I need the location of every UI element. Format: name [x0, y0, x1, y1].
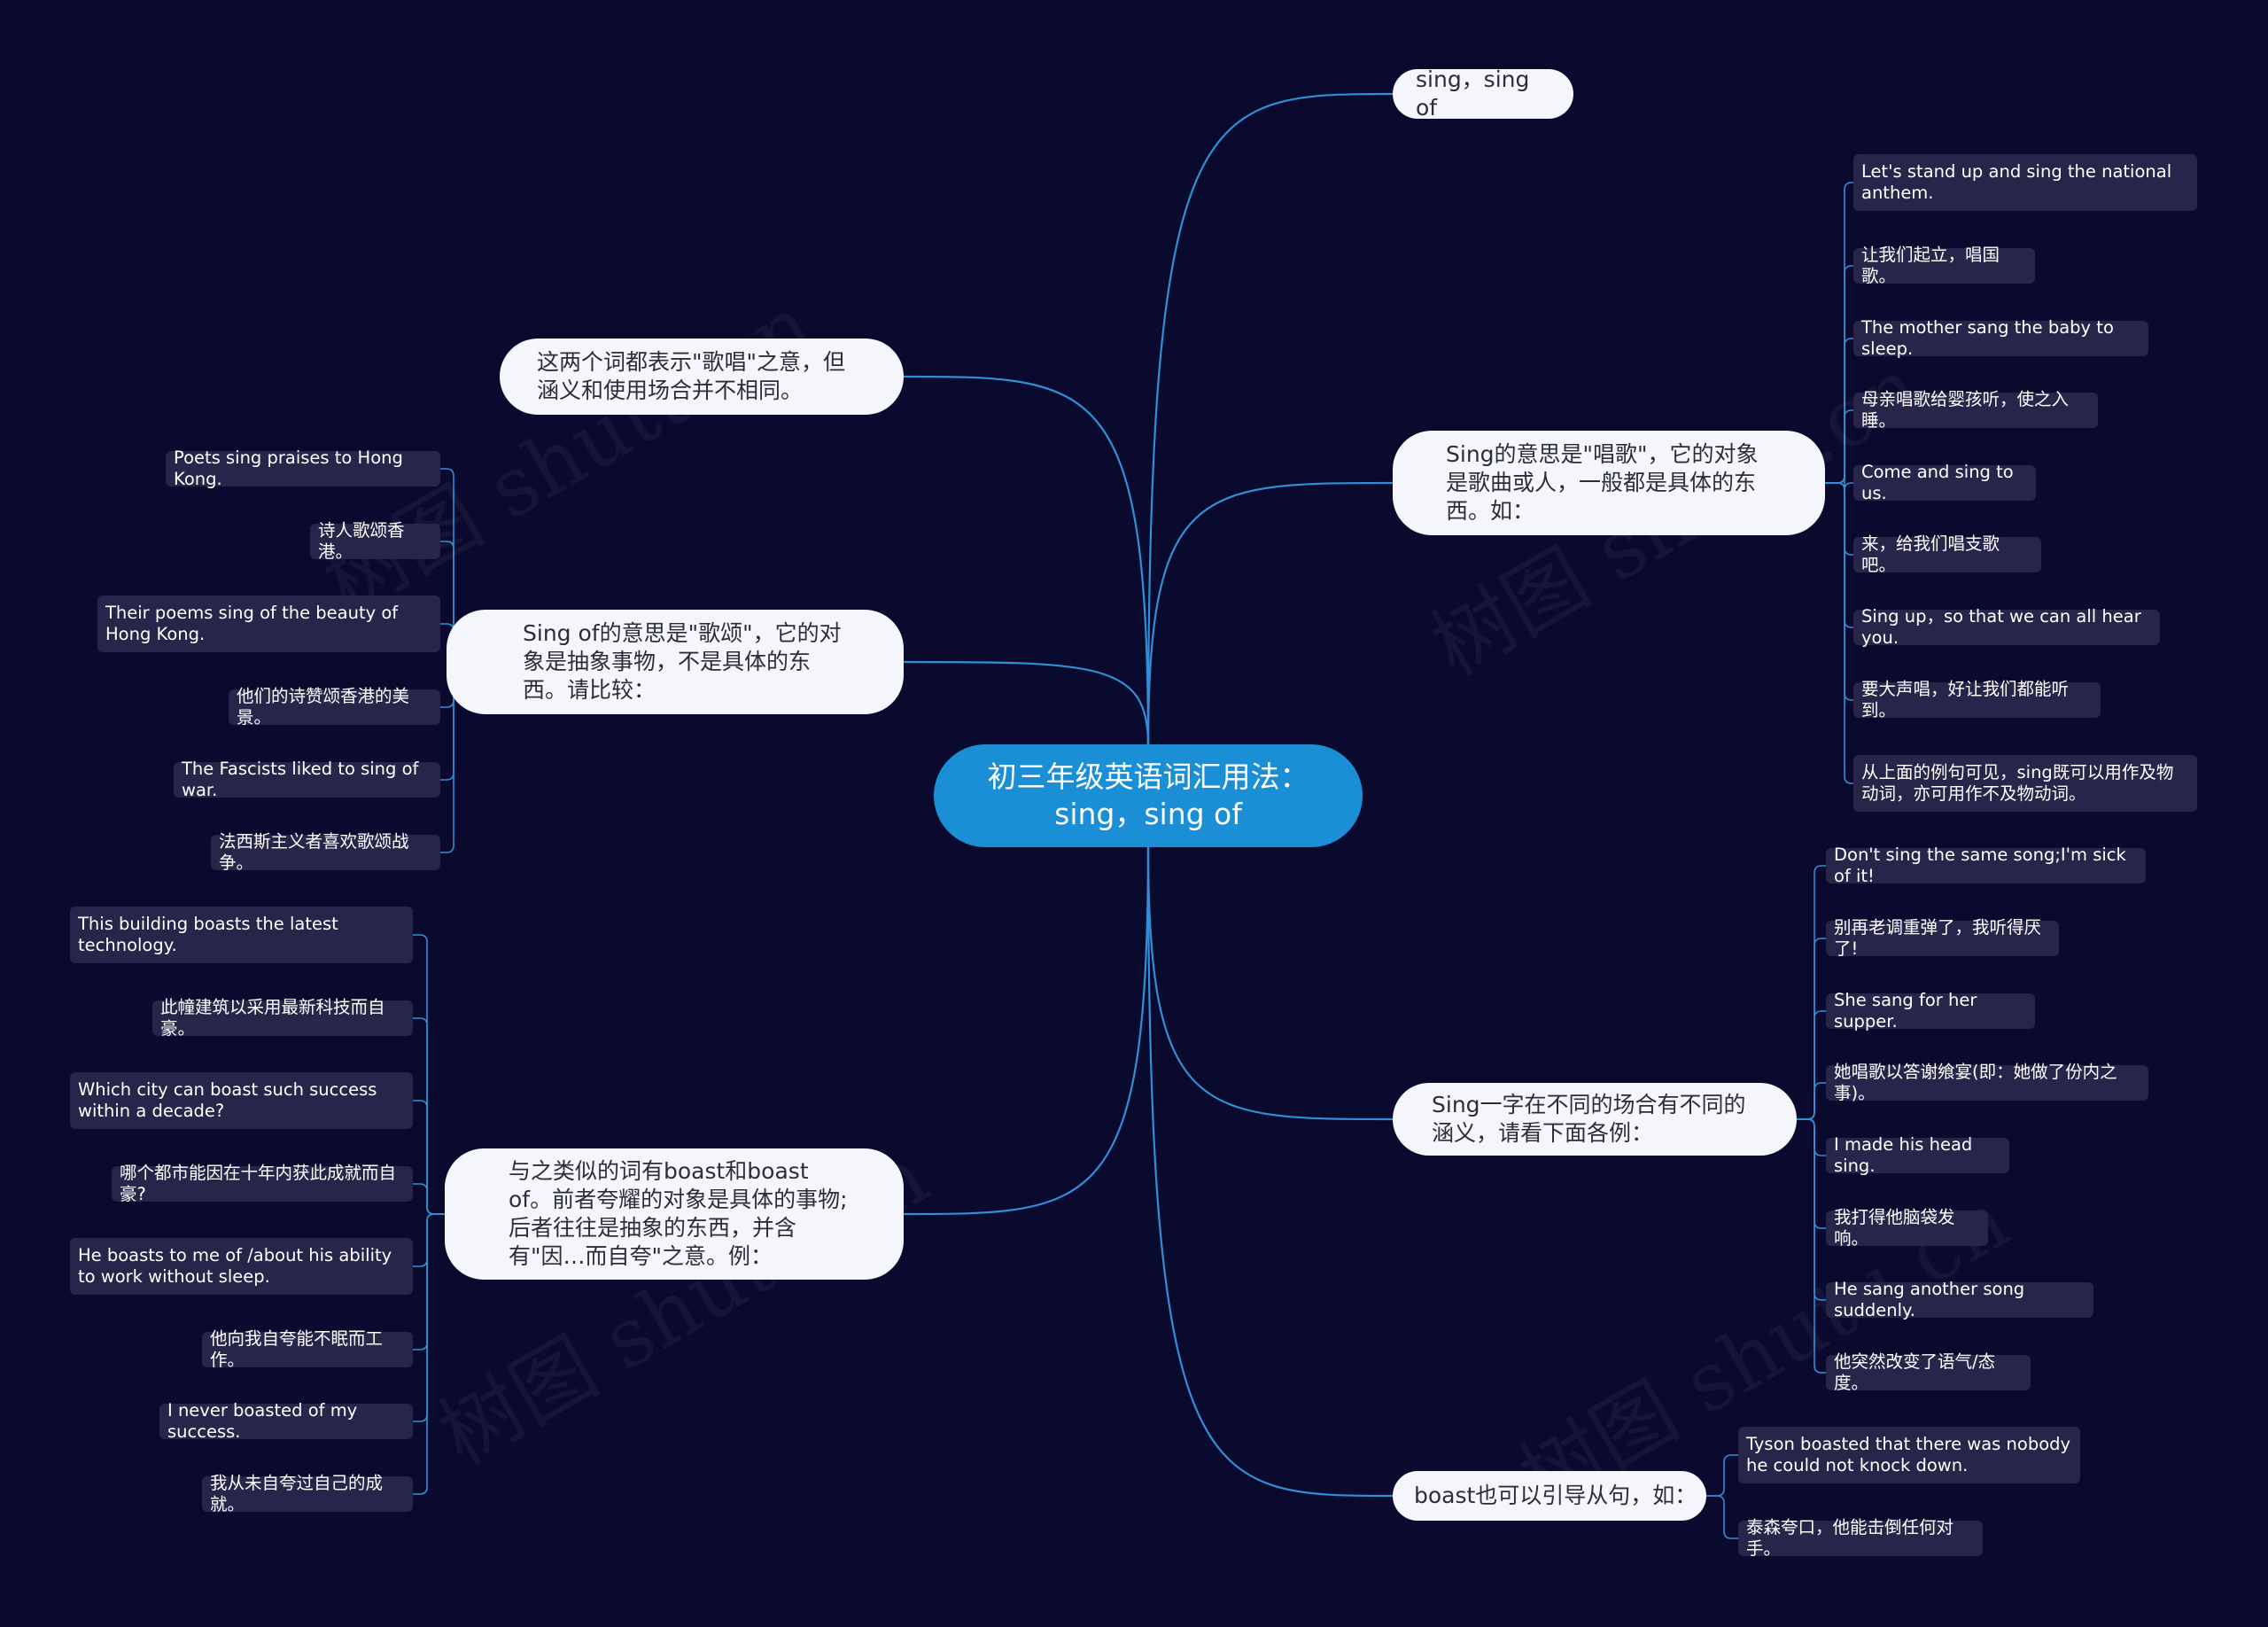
example-leaf[interactable]: 让我们起立，唱国歌。	[1853, 245, 2035, 286]
connector-line	[1146, 92, 1394, 745]
connector-line	[903, 375, 1150, 745]
root-topic[interactable]: 初三年级英语词汇用法：sing，sing of	[934, 744, 1363, 847]
connector-line	[1706, 1495, 1738, 1539]
connector-line	[413, 1213, 445, 1267]
example-leaf[interactable]: 他们的诗赞颂香港的美景。	[229, 686, 440, 728]
example-leaf[interactable]: Don't sing the same song;I'm sick of it!	[1826, 845, 2146, 886]
example-leaf[interactable]: Tyson boasted that there was nobody he c…	[1738, 1427, 2080, 1483]
example-leaf[interactable]: She sang for her supper.	[1826, 990, 2035, 1031]
connector-line	[903, 660, 1150, 745]
example-leaf[interactable]: 法西斯主义者喜欢歌颂战争。	[211, 831, 440, 873]
example-leaf[interactable]: Come and sing to us.	[1853, 462, 2036, 503]
example-leaf[interactable]: The Fascists liked to sing of war.	[174, 759, 440, 800]
example-leaf[interactable]: The mother sang the baby to sleep.	[1853, 317, 2148, 359]
example-leaf[interactable]: 他向我自夸能不眠而工作。	[202, 1328, 413, 1370]
example-leaf[interactable]: I never boasted of my success.	[159, 1400, 413, 1442]
example-leaf[interactable]: 她唱歌以答谢飨宴(即：她做了份内之事)。	[1826, 1062, 2148, 1103]
connector-line	[413, 934, 445, 1215]
example-leaf[interactable]: 我打得他脑袋发响。	[1826, 1207, 1988, 1249]
example-leaf[interactable]: Their poems sing of the beauty of Hong K…	[97, 596, 440, 652]
example-leaf[interactable]: 此幢建筑以采用最新科技而自豪。	[152, 997, 413, 1039]
connector-line	[413, 1213, 445, 1351]
connector-line	[1825, 482, 1853, 784]
connector-line	[413, 1213, 445, 1422]
connector-line	[1797, 1118, 1826, 1374]
example-leaf[interactable]: 他突然改变了语气/态度。	[1826, 1351, 2031, 1393]
branch-boast[interactable]: 与之类似的词有boast和boast of。前者夸耀的对象是具体的事物;后者往往…	[445, 1148, 904, 1280]
connector-line	[1825, 409, 1853, 484]
example-leaf[interactable]: Which city can boast such success within…	[70, 1072, 413, 1129]
branch-sing-of-meaning[interactable]: Sing of的意思是"歌颂"，它的对象是抽象事物，不是具体的东西。请比较：	[447, 610, 904, 714]
connector-line	[1797, 1118, 1826, 1229]
connector-line	[1146, 481, 1394, 745]
example-leaf[interactable]: Let's stand up and sing the national ant…	[1853, 154, 2197, 211]
connector-line	[1797, 1118, 1826, 1156]
connector-line	[1706, 1454, 1738, 1497]
connector-line	[413, 1017, 445, 1215]
connector-line	[1146, 846, 1394, 1121]
connector-line	[1825, 475, 1853, 491]
connector-line	[903, 846, 1150, 1216]
example-leaf[interactable]: 来，给我们唱支歌吧。	[1853, 533, 2041, 575]
branch-both-words[interactable]: 这两个词都表示"歌唱"之意，但涵义和使用场合并不相同。	[500, 339, 904, 415]
connector-line	[1825, 182, 1853, 484]
branch-sing-contexts[interactable]: Sing一字在不同的场合有不同的涵义，请看下面各例：	[1393, 1083, 1797, 1156]
branch-sing-meaning[interactable]: Sing的意思是"唱歌"，它的对象是歌曲或人，一般都是具体的东西。如：	[1393, 431, 1825, 535]
example-leaf[interactable]: 我从未自夸过自己的成就。	[202, 1473, 413, 1514]
example-leaf[interactable]: Sing up，so that we can all hear you.	[1853, 606, 2160, 648]
connector-line	[413, 1183, 445, 1215]
connector-line	[1797, 1118, 1826, 1301]
example-leaf[interactable]: Poets sing praises to Hong Kong.	[166, 448, 440, 489]
connector-line	[413, 1100, 445, 1215]
connector-line	[1797, 1082, 1826, 1120]
branch-boast-clause[interactable]: boast也可以引导从句，如：	[1393, 1471, 1706, 1521]
example-leaf[interactable]: 哪个都市能因在十年内获此成就而自豪?	[112, 1163, 413, 1204]
connector-line	[413, 1213, 445, 1495]
example-leaf[interactable]: I made his head sing.	[1826, 1134, 2009, 1176]
connector-line	[1797, 1010, 1826, 1120]
branch-sing-sing-of[interactable]: sing，sing of	[1393, 66, 1573, 121]
example-leaf[interactable]: 母亲唱歌给婴孩听，使之入睡。	[1853, 389, 2098, 431]
connector-line	[1825, 482, 1853, 556]
example-leaf[interactable]: He boasts to me of /about his ability to…	[70, 1238, 413, 1295]
connector-line	[1797, 865, 1826, 1120]
example-leaf[interactable]: He sang another song suddenly.	[1826, 1279, 2093, 1320]
example-leaf[interactable]: 从上面的例句可见，sing既可以用作及物动词，亦可用作不及物动词。	[1853, 755, 2197, 812]
example-leaf[interactable]: This building boasts the latest technolo…	[70, 907, 413, 963]
example-leaf[interactable]: 诗人歌颂香港。	[310, 520, 440, 562]
example-leaf[interactable]: 泰森夸口，他能击倒任何对手。	[1738, 1517, 1983, 1559]
connector-line	[1146, 846, 1394, 1498]
connector-line	[1825, 482, 1853, 701]
connector-line	[1797, 938, 1826, 1120]
example-leaf[interactable]: 要大声唱，好让我们都能听到。	[1853, 679, 2101, 720]
connector-line	[1825, 265, 1853, 484]
example-leaf[interactable]: 别再老调重弹了，我听得厌了!	[1826, 917, 2059, 959]
